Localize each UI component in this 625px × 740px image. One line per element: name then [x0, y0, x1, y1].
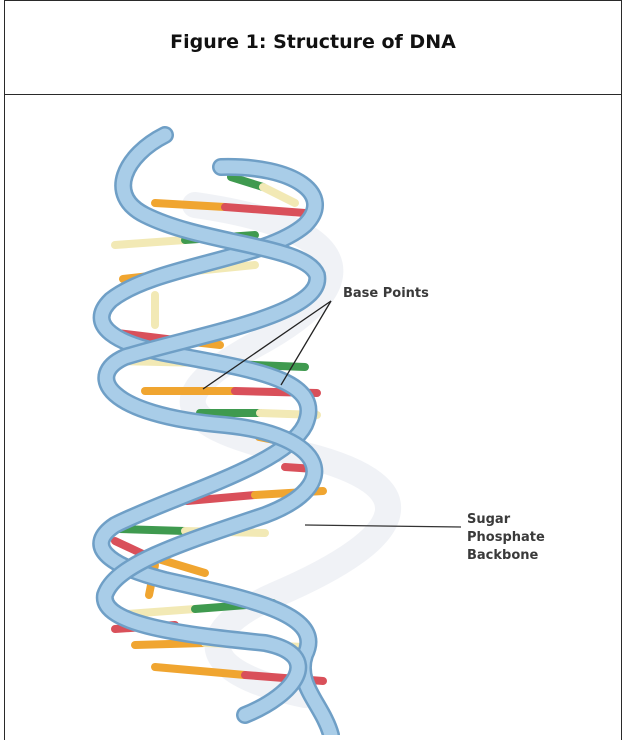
label-backbone: Backbone: [467, 547, 538, 565]
title-cell: Figure 1: Structure of DNA: [5, 1, 621, 95]
figure-title: Figure 1: Structure of DNA: [170, 31, 456, 53]
dna-figure: Base Points Sugar Phosphate Backbone: [5, 95, 621, 735]
label-sugar: Sugar: [467, 511, 510, 529]
label-base-points: Base Points: [343, 285, 429, 303]
dna-helix-illustration: [5, 95, 619, 735]
label-phosphate: Phosphate: [467, 529, 545, 547]
figure-frame: Figure 1: Structure of DNA: [4, 0, 622, 740]
